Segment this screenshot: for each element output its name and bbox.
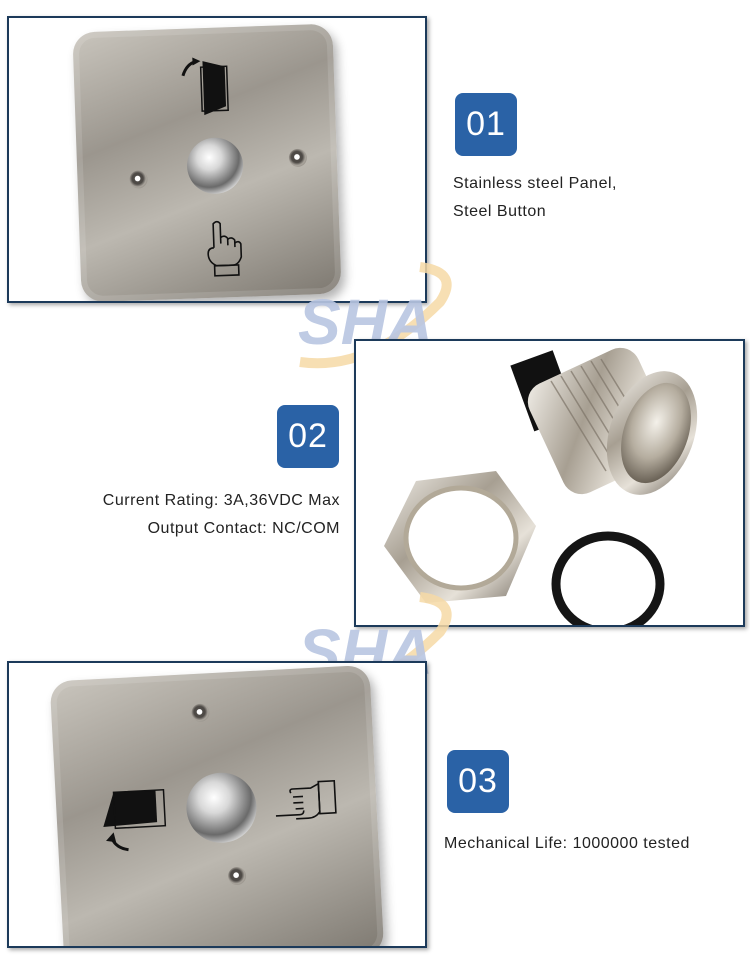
pointing-hand-icon [207,220,243,277]
feature-description-01: Stainless steel Panel, Steel Button [453,170,617,226]
screw-right [288,148,308,168]
feature-description-02: Current Rating: 3A,36VDC Max Output Cont… [103,487,340,543]
pointing-hand-icon [275,779,337,820]
product-image-frame-3 [7,661,427,948]
feature-number-badge-01: 01 [455,93,517,156]
feature-line: Current Rating: 3A,36VDC Max [102,492,340,509]
feature-line: Output Contact: NC/COM [147,520,340,537]
product-image-frame-1 [7,16,427,303]
door-open-icon [103,788,167,852]
feature-line: Steel Button [453,203,547,220]
feature-description-03: Mechanical Life: 1000000 tested [444,830,690,858]
feature-line: Mechanical Life: 1000000 tested [444,835,690,852]
door-open-icon [181,57,229,116]
steel-panel-image [72,23,342,301]
screw-left [129,170,148,189]
product-image-frame-2 [354,339,745,627]
feature-number-badge-03: 03 [447,750,509,813]
screw-bottom [227,866,247,886]
feature-number-badge-02: 02 [277,405,339,468]
steel-panel-image [49,664,385,946]
push-button-image [186,136,245,195]
screw-top [191,703,210,723]
push-button-image [184,770,259,845]
feature-line: Stainless steel Panel, [453,175,617,192]
push-button-parts-image [384,347,698,625]
